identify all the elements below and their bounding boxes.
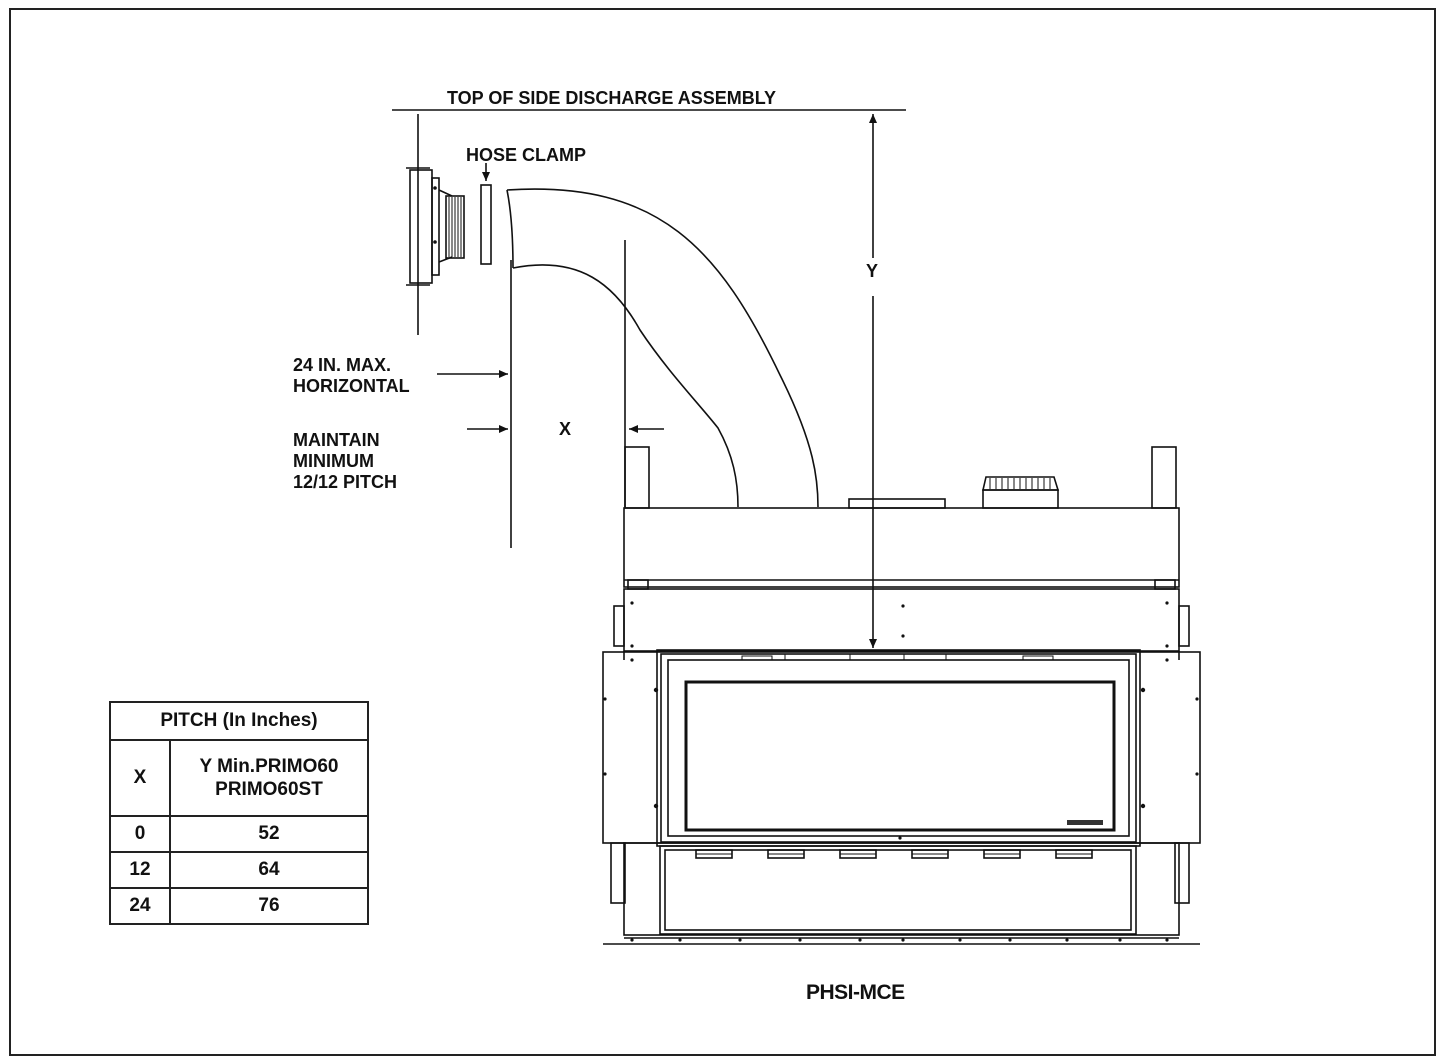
pitch-x-value: 12 <box>109 851 171 889</box>
pitch-table-title: PITCH (In Inches) <box>109 701 369 741</box>
vent-inner-curve <box>512 264 739 508</box>
diagram-frame <box>9 8 1436 1056</box>
pitch-y-value: 76 <box>169 887 369 925</box>
table-row: 12 64 <box>109 851 369 889</box>
louvers <box>695 849 1093 859</box>
pitch-y-value: 52 <box>169 815 369 853</box>
horizontal-max-label: 24 IN. MAX. HORIZONTAL <box>293 355 410 396</box>
y-label: Y <box>866 261 879 281</box>
pitch-x-value: 24 <box>109 887 171 925</box>
x-label: X <box>559 419 572 439</box>
hose-clamp <box>480 184 492 265</box>
rivets <box>603 601 1199 942</box>
pitch-col-y: Y Min.PRIMO60 PRIMO60ST <box>169 739 369 817</box>
pitch-x-value: 0 <box>109 815 171 853</box>
table-row: 24 76 <box>109 887 369 925</box>
fireplace-top-box <box>623 446 1180 590</box>
pitch-table: PITCH (In Inches) X Y Min.PRIMO60 PRIMO6… <box>109 701 369 925</box>
pitch-y-value: 64 <box>169 851 369 889</box>
top-assembly-label: TOP OF SIDE DISCHARGE ASSEMBLY <box>447 88 777 108</box>
wall-termination <box>406 114 465 335</box>
model-caption: PHSI-MCE <box>806 981 905 1004</box>
fireplace-body <box>602 588 1201 945</box>
table-row: 0 52 <box>109 815 369 853</box>
hose-clamp-label: HOSE CLAMP <box>466 145 587 165</box>
vent-end <box>506 189 514 269</box>
pitch-col-x: X <box>109 739 171 817</box>
vent-outer-curve <box>506 188 819 508</box>
pitch-note-label: MAINTAIN MINIMUM 12/12 PITCH <box>293 430 398 492</box>
